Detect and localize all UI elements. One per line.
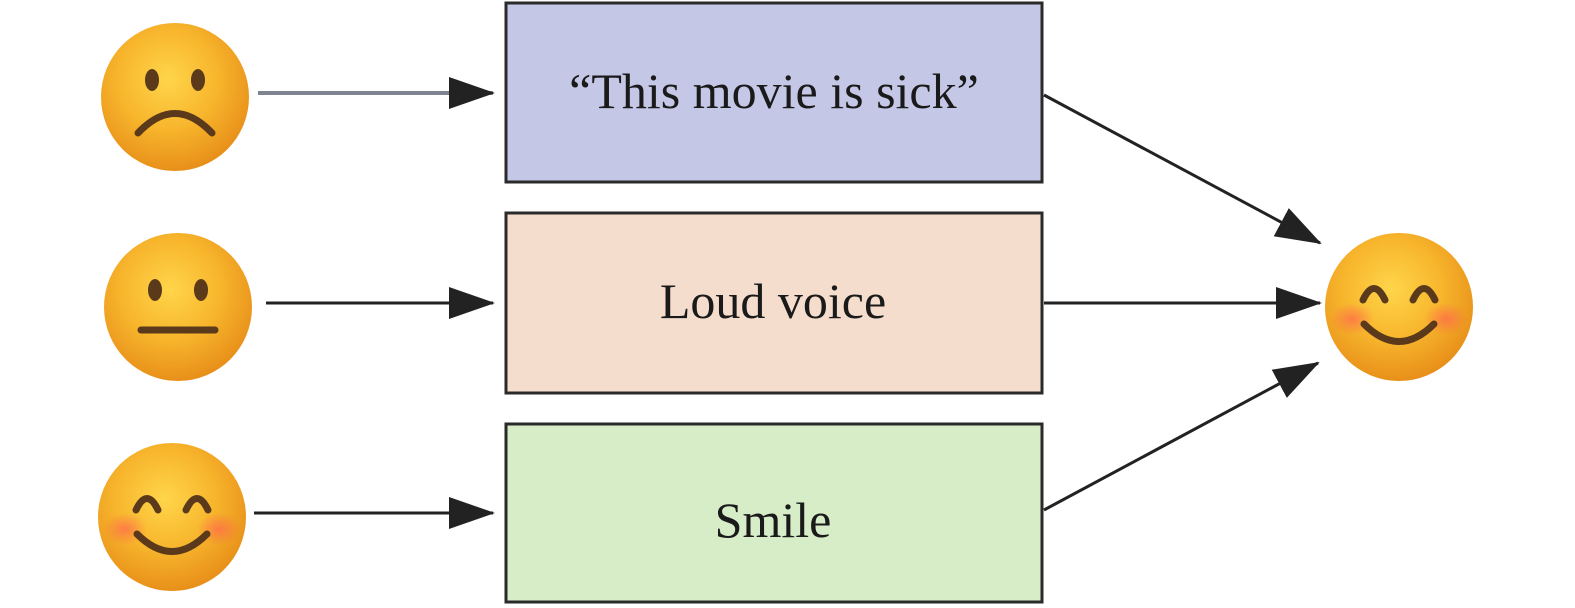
output-smiling-face-icon (1325, 233, 1473, 381)
box-visual-modality: Smile (504, 422, 1044, 604)
output-arrow-1 (1043, 93, 1322, 245)
output-arrow-3 (1043, 361, 1320, 512)
box-label-text: “This movie is sick” (569, 63, 979, 119)
box-label-visual: Smile (715, 492, 832, 548)
frowning-face-icon (101, 23, 249, 171)
box-audio-modality: Loud voice (504, 211, 1044, 395)
box-text-modality: “This movie is sick” (504, 1, 1044, 184)
box-label-audio: Loud voice (660, 273, 886, 329)
neutral-face-icon (104, 233, 252, 381)
smiling-face-icon (98, 443, 246, 591)
